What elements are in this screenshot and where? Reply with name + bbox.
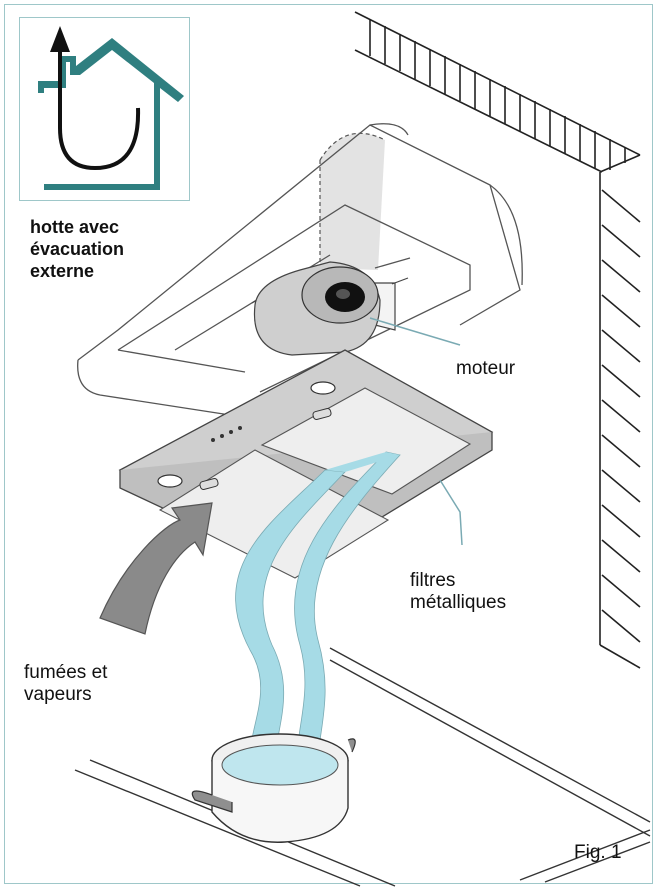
pot [191,733,356,843]
duct [319,132,386,270]
title-line-2: évacuation [30,239,125,259]
title-line-1: hotte avec [30,217,120,237]
exhaust-arrow-icon [50,26,141,171]
figure-label: Fig. 1 [574,842,622,863]
filters-label-line-1: filtres [410,570,456,591]
leader-lines [369,317,463,546]
figure-frame [4,4,653,884]
ceiling [354,11,641,173]
worktop [74,647,651,887]
fumes-label-line-2: vapeurs [24,684,92,705]
title-line-3: externe [30,261,95,281]
fumes-label-line-1: fumées et [24,662,108,683]
motor [251,261,409,356]
wall [599,154,641,669]
filters-label-line-2: métalliques [410,592,507,613]
inflow-arrow-icon [99,502,213,635]
motor-label: moteur [456,358,516,379]
house-outline-icon [38,38,184,190]
exhaust-icon-box [19,17,190,201]
